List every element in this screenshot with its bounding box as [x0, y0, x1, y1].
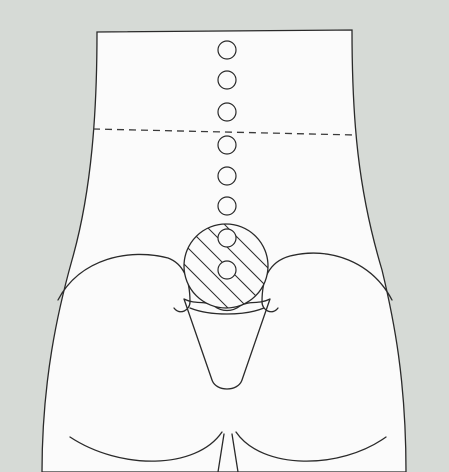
spine-marker-4: [218, 136, 236, 154]
spine-marker-1: [218, 41, 236, 59]
spine-marker-8: [218, 261, 236, 279]
spine-marker-5: [218, 167, 236, 185]
spine-marker-2: [218, 71, 236, 89]
spine-marker-6: [218, 197, 236, 215]
spine-marker-7: [218, 229, 236, 247]
spine-marker-3: [218, 103, 236, 121]
